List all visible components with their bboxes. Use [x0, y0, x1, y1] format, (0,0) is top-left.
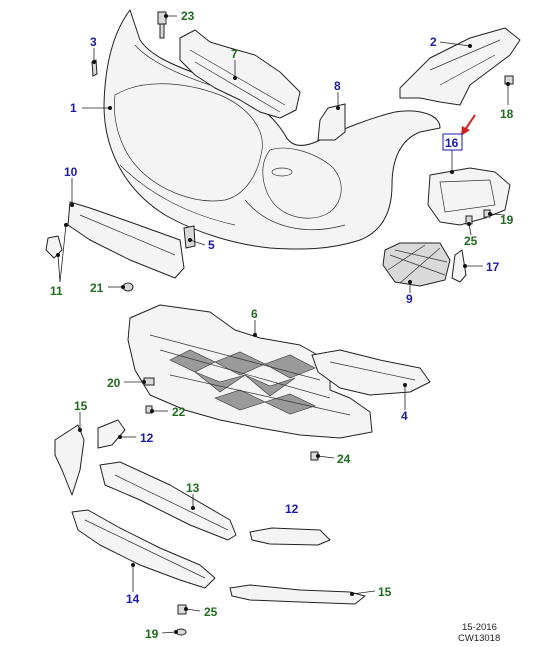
bracket-12-lower: [249, 527, 331, 546]
red-arrow-icon: [461, 114, 476, 136]
callout-14: 14: [126, 592, 140, 606]
side-trim: [399, 27, 521, 106]
callout-13: 13: [186, 481, 200, 495]
callout-22: 22: [172, 405, 186, 419]
callout-15b: 15: [378, 585, 392, 599]
callout-20: 20: [107, 376, 121, 390]
lower-lip-14: [71, 509, 216, 589]
callout-25a: 25: [464, 234, 478, 248]
upper-bracket: [179, 29, 301, 119]
callout-6: 6: [251, 307, 258, 321]
bracket-12-upper: [97, 419, 126, 449]
callout-21: 21: [90, 281, 104, 295]
lower-side-piece-right: [229, 584, 366, 605]
lower-splitter-13: [99, 461, 237, 541]
callout-12b: 12: [285, 502, 299, 516]
callout-4: 4: [401, 409, 408, 423]
bracket-5: [183, 225, 196, 249]
callout-19b: 19: [145, 627, 159, 641]
callout-labels: 1 2 3 4 5 6 7 8 9 10 11 12 12 13 14 15 1…: [50, 9, 514, 641]
callout-2: 2: [430, 35, 437, 49]
callout-12a: 12: [140, 431, 154, 445]
lower-side-piece-left: [54, 424, 85, 496]
undertray: [127, 304, 373, 439]
callout-25b: 25: [204, 605, 218, 619]
lower-lip: [67, 201, 185, 279]
footer-drawing-ref: CW13018: [458, 633, 500, 644]
callout-7: 7: [231, 47, 238, 61]
leader-lines: [56, 14, 510, 634]
callout-18: 18: [500, 107, 514, 121]
callout-9: 9: [406, 292, 413, 306]
vertical-strip: [451, 249, 467, 283]
callout-16-box: [442, 133, 463, 151]
callout-15a: 15: [74, 399, 88, 413]
front-bumper-cover: [103, 9, 441, 250]
callout-5: 5: [208, 238, 215, 252]
callout-3: 3: [90, 35, 97, 49]
callout-16: 16: [445, 136, 459, 150]
mesh-grille: [382, 242, 451, 287]
callout-23: 23: [181, 9, 195, 23]
callout-24: 24: [337, 452, 351, 466]
callout-10: 10: [64, 165, 78, 179]
callout-8: 8: [334, 79, 341, 93]
side-undertray: [311, 349, 431, 396]
callout-1: 1: [70, 101, 77, 115]
callout-11: 11: [50, 284, 63, 298]
side-bracket: [317, 103, 346, 141]
callout-17: 17: [486, 260, 500, 274]
footer-date-code: 15-2016: [462, 622, 497, 633]
callout-19a: 19: [500, 213, 514, 227]
